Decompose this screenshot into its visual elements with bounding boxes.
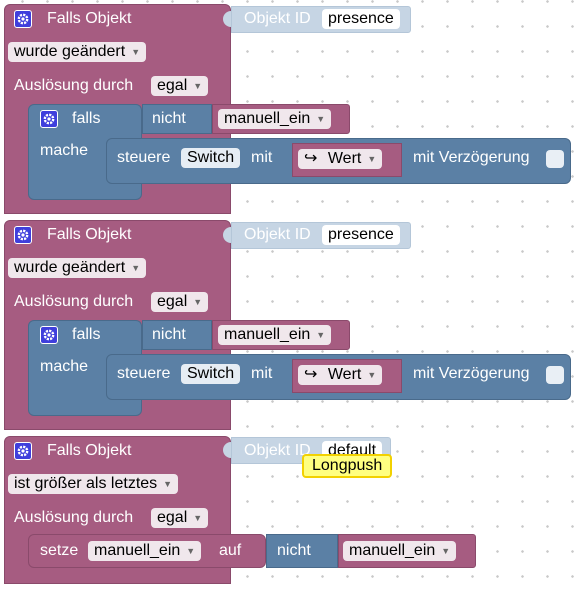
set-label: setze <box>40 542 79 559</box>
value-dropdown[interactable]: ↪ Wert ▼ <box>298 149 383 169</box>
trigger-value: egal <box>157 509 188 526</box>
on-label: auf <box>219 542 242 559</box>
value-arrow-icon: ↪ <box>304 150 318 167</box>
condition-value: ist größer als letztes <box>14 475 158 492</box>
dropdown-arrow-icon: ▼ <box>163 479 173 489</box>
do-label: mache <box>40 358 89 375</box>
not-label: nicht <box>277 542 311 559</box>
value-arrow-icon: ↪ <box>304 366 318 383</box>
object-id-label: Objekt ID <box>244 442 311 459</box>
trigger-dropdown[interactable]: egal ▼ <box>151 508 209 528</box>
condition-dropdown[interactable]: ist größer als letztes ▼ <box>8 474 179 494</box>
not-block-3[interactable] <box>266 534 338 568</box>
trigger-label: Auslösung durch <box>14 293 134 310</box>
object-id-label: Objekt ID <box>244 10 311 27</box>
trigger-value: egal <box>157 293 188 310</box>
variable-dropdown[interactable]: manuell_ein ▼ <box>343 541 457 561</box>
gear-icon[interactable] <box>40 326 58 344</box>
not-block-2[interactable] <box>142 320 212 350</box>
trigger-label: Auslösung durch <box>14 509 134 526</box>
dropdown-arrow-icon: ▼ <box>193 81 203 91</box>
delay-label: mit Verzögerung <box>413 149 530 166</box>
variable-value: manuell_ein <box>224 110 311 127</box>
dropdown-arrow-icon: ▼ <box>441 546 451 556</box>
delay-checkbox[interactable] <box>546 150 564 168</box>
object-socket-2 <box>223 227 231 243</box>
set-variable-value: manuell_ein <box>94 542 181 559</box>
object-socket-1 <box>223 11 231 27</box>
dropdown-arrow-icon: ▼ <box>316 114 326 124</box>
dropdown-arrow-icon: ▼ <box>367 370 377 380</box>
trigger-dropdown[interactable]: egal ▼ <box>151 76 209 96</box>
variable-value: manuell_ein <box>349 542 436 559</box>
dropdown-arrow-icon: ▼ <box>186 546 196 556</box>
object-id-label: Objekt ID <box>244 226 311 243</box>
event-label: Falls Objekt <box>47 442 132 459</box>
condition-dropdown[interactable]: wurde geändert ▼ <box>8 258 147 278</box>
dropdown-arrow-icon: ▼ <box>193 297 203 307</box>
not-label: nicht <box>152 110 186 127</box>
event-label: Falls Objekt <box>47 10 132 27</box>
dropdown-arrow-icon: ▼ <box>131 47 141 57</box>
delay-checkbox[interactable] <box>546 366 564 384</box>
dropdown-arrow-icon: ▼ <box>131 263 141 273</box>
longpush-tooltip: Longpush <box>302 454 393 478</box>
gear-icon[interactable] <box>40 110 58 128</box>
variable-value: manuell_ein <box>224 326 311 343</box>
event-label: Falls Objekt <box>47 226 132 243</box>
set-variable-dropdown[interactable]: manuell_ein ▼ <box>88 541 202 561</box>
condition-dropdown[interactable]: wurde geändert ▼ <box>8 42 147 62</box>
control-label: steuere <box>117 365 171 382</box>
control-target-field[interactable]: Switch <box>181 148 241 168</box>
if-label: falls <box>72 110 101 127</box>
trigger-dropdown[interactable]: egal ▼ <box>151 292 209 312</box>
trigger-value: egal <box>157 77 188 94</box>
gear-icon[interactable] <box>14 442 32 460</box>
trigger-label: Auslösung durch <box>14 77 134 94</box>
gear-icon[interactable] <box>14 10 32 28</box>
with-label: mit <box>251 365 273 382</box>
variable-dropdown[interactable]: manuell_ein ▼ <box>218 109 332 129</box>
value-label: Wert <box>327 150 362 167</box>
with-label: mit <box>251 149 273 166</box>
object-id-field[interactable]: presence <box>322 9 400 29</box>
dropdown-arrow-icon: ▼ <box>193 513 203 523</box>
condition-value: wurde geändert <box>14 43 126 60</box>
if-label: falls <box>72 326 101 343</box>
do-label: mache <box>40 142 89 159</box>
dropdown-arrow-icon: ▼ <box>367 154 377 164</box>
value-dropdown[interactable]: ↪ Wert ▼ <box>298 365 383 385</box>
variable-dropdown[interactable]: manuell_ein ▼ <box>218 325 332 345</box>
object-socket-3 <box>223 442 231 458</box>
object-id-field[interactable]: presence <box>322 225 400 245</box>
value-label: Wert <box>327 366 362 383</box>
gear-icon[interactable] <box>14 226 32 244</box>
control-target-field[interactable]: Switch <box>181 364 241 384</box>
condition-value: wurde geändert <box>14 259 126 276</box>
delay-label: mit Verzögerung <box>413 365 530 382</box>
not-label: nicht <box>152 326 186 343</box>
not-block-1[interactable] <box>142 104 212 134</box>
dropdown-arrow-icon: ▼ <box>316 330 326 340</box>
control-label: steuere <box>117 149 171 166</box>
